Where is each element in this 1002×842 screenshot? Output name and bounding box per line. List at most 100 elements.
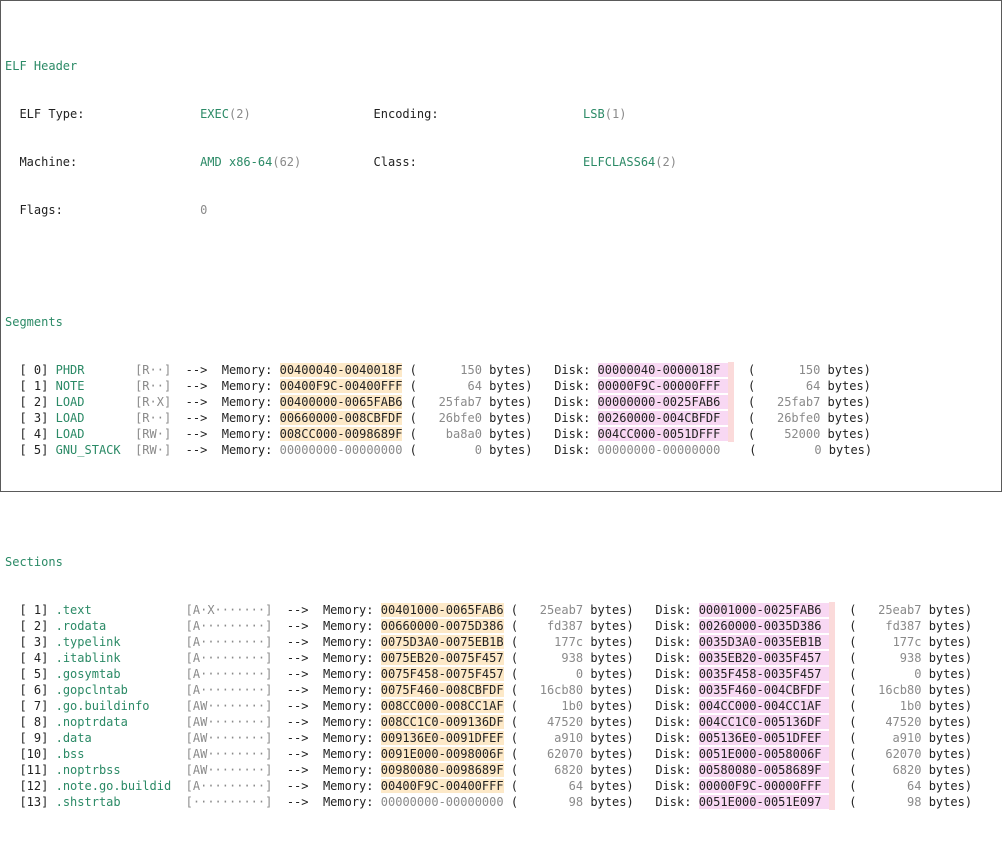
flags-value: 0	[200, 203, 208, 217]
memory-bytes-label: bytes	[590, 683, 627, 697]
row-name: .typelink	[55, 635, 121, 649]
disk-label: Disk:	[655, 619, 692, 633]
disk-label: Disk:	[655, 683, 692, 697]
disk-start: 00000F9C	[597, 379, 656, 393]
disk-end: 004CBFDF	[763, 683, 822, 697]
memory-bytes-label: bytes	[590, 715, 627, 729]
disk-label: Disk:	[655, 651, 692, 665]
memory-start: 008CC000	[380, 699, 439, 713]
row-index: [ 9]	[19, 731, 49, 745]
memory-end: 0075F457	[445, 651, 504, 665]
section-row: [ 7] .go.buildinfo [AW········] --> Memo…	[19, 698, 973, 714]
class-value: ELFCLASS64	[583, 155, 656, 169]
row-name: LOAD	[55, 427, 85, 441]
row-flags: [R··]	[135, 411, 172, 425]
row-name: .gopclntab	[55, 683, 128, 697]
memory-bytes-label: bytes	[590, 747, 627, 761]
row-arrow: -->	[185, 379, 208, 393]
row-arrow: -->	[286, 763, 309, 777]
disk-label: Disk:	[655, 603, 692, 617]
disk-size: 177c	[863, 635, 922, 649]
memory-label: Memory:	[322, 619, 374, 633]
memory-end: 0040018F	[344, 363, 403, 377]
disk-bytes-label: bytes	[827, 363, 864, 377]
disk-start: 00000040	[597, 363, 656, 377]
segment-row: [ 3] LOAD [R··] --> Memory: 00660000-008…	[19, 410, 871, 426]
memory-label: Memory:	[322, 763, 374, 777]
memory-start: 008CC1C0	[380, 715, 439, 729]
disk-start: 0035EB20	[698, 651, 757, 665]
memory-bytes-label: bytes	[590, 603, 627, 617]
memory-range: 008CC000-008CC1AF	[380, 699, 504, 713]
row-index: [ 2]	[19, 619, 49, 633]
segments-title: Segments	[5, 315, 63, 329]
memory-size: 64	[424, 379, 482, 393]
row-flags: [AW········]	[185, 747, 273, 761]
memory-size: 25eab7	[525, 603, 584, 617]
memory-range: 00000000-00000000	[279, 443, 403, 457]
memory-start: 00000000	[380, 795, 439, 809]
row-name: GNU_STACK	[55, 443, 121, 457]
disk-label: Disk:	[554, 363, 591, 377]
disk-label: Disk:	[554, 443, 591, 457]
memory-start: 00400F9C	[279, 379, 338, 393]
row-index: [ 2]	[19, 395, 49, 409]
sections-list: [ 1] .text [A·X·······] --> Memory: 0040…	[5, 602, 972, 810]
segments-list: [ 0] PHDR [R··] --> Memory: 00400040-004…	[5, 362, 972, 458]
row-arrow: -->	[286, 603, 309, 617]
encoding-label: Encoding:	[373, 107, 439, 121]
row-flags: [AW········]	[185, 715, 273, 729]
class-number: 2	[662, 155, 670, 169]
disk-label: Disk:	[655, 715, 692, 729]
memory-start: 00980080	[380, 763, 439, 777]
memory-bytes-label: bytes	[590, 731, 627, 745]
disk-size: 16cb80	[863, 683, 922, 697]
memory-label: Memory:	[221, 427, 273, 441]
row-index: [ 0]	[19, 363, 49, 377]
machine-row: Machine: AMD x86-64(62) Class: ELFCLASS6…	[19, 155, 677, 169]
section-row: [ 8] .noptrdata [AW········] --> Memory:…	[19, 714, 973, 730]
disk-range: 0035F458-0035F457	[698, 667, 822, 681]
row-arrow: -->	[185, 427, 208, 441]
row-arrow: -->	[286, 779, 309, 793]
disk-start: 004CC000	[698, 699, 757, 713]
memory-size: 0	[525, 667, 584, 681]
memory-end: 0098006F	[445, 747, 504, 761]
row-name: .text	[55, 603, 92, 617]
disk-size: 26bfe0	[762, 411, 821, 425]
memory-label: Memory:	[322, 795, 374, 809]
row-name: LOAD	[55, 395, 85, 409]
memory-end: 008CBFDF	[344, 411, 403, 425]
disk-range: 0035EB20-0035F457	[698, 651, 822, 665]
disk-bytes-label: bytes	[928, 651, 965, 665]
disk-size: fd387	[863, 619, 922, 633]
row-name: .go.buildinfo	[55, 699, 150, 713]
row-arrow: -->	[286, 699, 309, 713]
memory-bytes-label: bytes	[489, 379, 526, 393]
disk-end: 00000FFF	[763, 779, 822, 793]
section-row: [ 2] .rodata [A·········] --> Memory: 00…	[19, 618, 973, 634]
disk-bytes-label: bytes	[928, 795, 965, 809]
row-index: [ 8]	[19, 715, 49, 729]
memory-bytes-label: bytes	[590, 667, 627, 681]
row-arrow: -->	[286, 795, 309, 809]
memory-range: 008CC000-0098689F	[279, 427, 403, 441]
disk-end: 004CC1AF	[763, 699, 822, 713]
memory-start: 008CC000	[279, 427, 338, 441]
machine-label: Machine:	[19, 155, 78, 169]
memory-size: ba8a0	[424, 427, 482, 441]
memory-end: 0065FAB6	[445, 603, 504, 617]
disk-size: 0	[763, 443, 822, 457]
memory-start: 00400F9C	[380, 779, 439, 793]
disk-end: 00000000	[662, 443, 721, 457]
disk-size: 52000	[762, 427, 821, 441]
memory-label: Memory:	[322, 779, 374, 793]
disk-range: 00000000-00000000	[597, 443, 721, 457]
memory-start: 0075F458	[380, 667, 439, 681]
memory-size: 6820	[525, 763, 584, 777]
section-row: [ 5] .gosymtab [A·········] --> Memory: …	[19, 666, 973, 682]
section-row: [ 1] .text [A·X·······] --> Memory: 0040…	[19, 602, 973, 618]
memory-bytes-label: bytes	[489, 363, 526, 377]
segment-row: [ 4] LOAD [RW·] --> Memory: 008CC000-009…	[19, 426, 871, 442]
memory-start: 00400040	[279, 363, 338, 377]
